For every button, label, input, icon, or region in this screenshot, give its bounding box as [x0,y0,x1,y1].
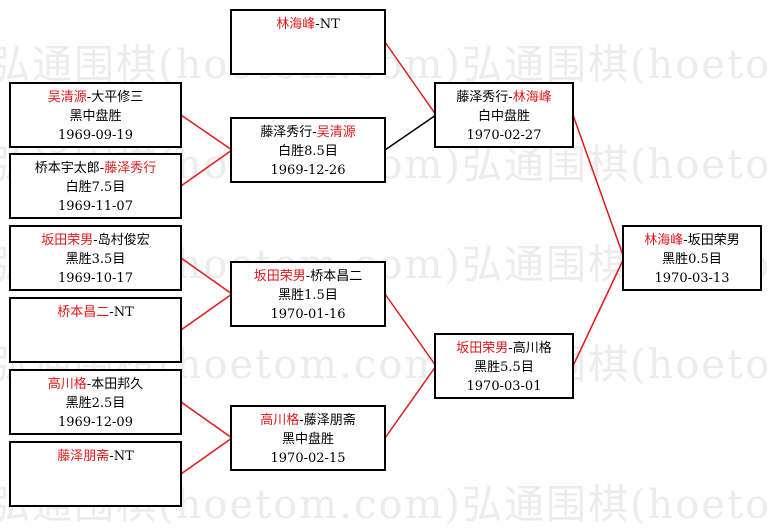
match-players: 坂田荣男-高川格 [436,339,572,358]
connector-line [180,114,233,151]
winner-name: 吴清源 [47,90,87,105]
winner-name: 坂田荣男 [253,269,306,284]
match-result: 黑胜1.5目 [278,288,338,303]
loser-name: 岛村俊宏 [97,233,150,248]
match-players: 坂田荣男-岛村俊宏 [11,231,180,250]
connector-line [180,293,233,331]
match-date: 1970-03-01 [466,379,542,394]
loser-name: 高川格 [512,341,552,356]
loser-name: 大平修三 [91,90,144,105]
match-date: 1969-10-17 [58,271,133,286]
loser-name: 本田邦久 [91,377,144,392]
winner-name: 高川格 [47,377,87,392]
match-box-r1-4: 桥本昌二-NT [9,297,182,363]
match-box-r2-1: 林海峰-NT [230,9,386,75]
match-players: 坂田荣男-桥本昌二 [232,267,384,286]
connector-line [384,41,437,116]
winner-name: 坂田荣男 [456,341,509,356]
match-date: 1969-09-19 [58,128,133,143]
winner-name: 桥本昌二 [57,305,110,320]
match-date: 1969-11-07 [58,199,133,214]
separator: - [312,125,317,140]
connector-line [384,293,437,367]
loser-name: NT [319,17,340,32]
match-result: 黑中盘胜 [69,109,122,124]
winner-name: 林海峰 [512,90,552,105]
match-players: 藤泽朋斋-NT [11,447,180,466]
separator: - [683,233,688,248]
match-box-r1-6: 藤泽朋斋-NT [9,441,182,507]
match-date: 1969-12-26 [270,163,346,178]
winner-name: 藤泽秀行 [104,161,157,176]
match-result: 白胜7.5目 [65,180,126,195]
match-result: 白胜8.5目 [278,144,338,159]
match-date: 1969-12-09 [58,415,133,430]
match-players: 藤泽秀行-林海峰 [436,88,572,107]
separator: - [109,305,114,320]
winner-name: 林海峰 [276,17,316,32]
winner-name: 林海峰 [644,233,684,248]
match-box-r2-4: 高川格-藤泽朋斋 黑中盘胜 1970-02-15 [230,405,386,471]
connector-line [572,114,625,259]
match-result: 黑胜3.5目 [65,252,126,267]
match-players: 桥本昌二-NT [11,303,180,322]
match-date: 1970-01-16 [270,307,346,322]
loser-name: 藤泽秀行 [456,90,509,105]
separator: - [86,90,92,105]
match-date: 1970-03-13 [654,271,730,286]
match-box-final: 林海峰-坂田荣男 黑胜0.5目 1970-03-13 [622,225,762,291]
winner-name: 高川格 [260,413,300,428]
loser-name: 坂田荣男 [687,233,740,248]
match-players: 林海峰-NT [232,15,384,34]
match-players: 高川格-本田邦久 [11,375,180,394]
connector-line [180,257,233,295]
match-result: 黑中盘胜 [281,432,334,447]
match-box-r3-1: 藤泽秀行-林海峰 白中盘胜 1970-02-27 [434,82,574,148]
match-date: 1970-02-27 [466,128,542,143]
match-players: 藤泽秀行-吴清源 [232,123,384,142]
match-players: 林海峰-坂田荣男 [624,231,760,250]
connector-line [572,257,625,367]
match-date: 1970-02-15 [270,451,346,466]
separator: - [109,449,114,464]
connector-line [180,149,233,187]
separator: - [299,413,304,428]
winner-name: 坂田荣男 [41,233,94,248]
match-players: 吴清源-大平修三 [11,88,180,107]
match-box-r1-3: 坂田荣男-岛村俊宏 黑胜3.5目 1969-10-17 [9,225,182,291]
match-box-r2-3: 坂田荣男-桥本昌二 黑胜1.5目 1970-01-16 [230,261,386,327]
connector-line [180,401,233,439]
match-box-r1-2: 桥本宇太郎-藤泽秀行 白胜7.5目 1969-11-07 [9,153,182,219]
match-box-r2-2: 藤泽秀行-吴清源 白胜8.5目 1969-12-26 [230,117,386,183]
bracket-connectors [180,41,625,475]
loser-name: NT [113,449,134,464]
winner-name: 藤泽朋斋 [57,449,110,464]
match-box-r1-1: 吴清源-大平修三 黑中盘胜 1969-09-19 [9,82,182,148]
separator: - [86,377,92,392]
connector-line [180,437,233,475]
match-result: 黑胜5.5目 [474,360,534,375]
match-players: 桥本宇太郎-藤泽秀行 [11,159,180,178]
separator: - [315,17,320,32]
loser-name: NT [113,305,134,320]
winner-name: 吴清源 [316,125,356,140]
separator: - [305,269,311,284]
connector-line [384,114,437,151]
match-box-r1-5: 高川格-本田邦久 黑胜2.5目 1969-12-09 [9,369,182,435]
match-result: 白中盘胜 [477,109,530,124]
separator: - [93,233,98,248]
separator: - [99,161,105,176]
match-players: 高川格-藤泽朋斋 [232,411,384,430]
loser-name: 桥本昌二 [310,269,363,284]
connector-line [384,365,437,439]
loser-name: 桥本宇太郎 [34,161,100,176]
match-box-r3-2: 坂田荣男-高川格 黑胜5.5目 1970-03-01 [434,333,574,399]
separator: - [508,341,513,356]
match-result: 黑胜0.5目 [662,252,722,267]
loser-name: 藤泽朋斋 [303,413,356,428]
loser-name: 藤泽秀行 [260,125,313,140]
match-result: 黑胜2.5目 [65,396,126,411]
separator: - [508,90,513,105]
